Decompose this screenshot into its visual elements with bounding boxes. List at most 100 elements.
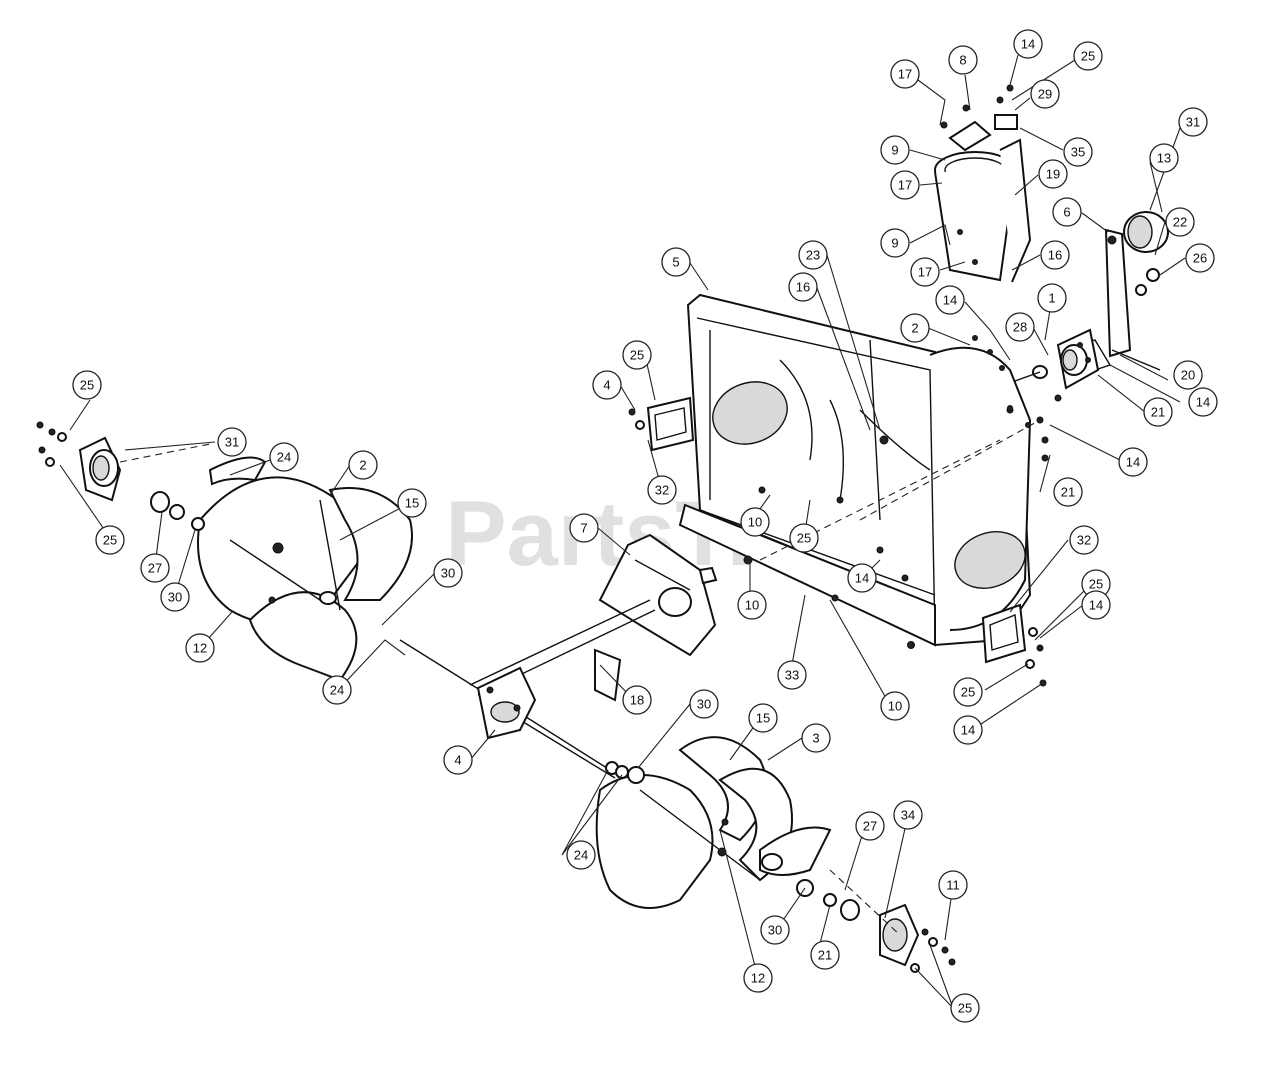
svg-text:25: 25 bbox=[961, 685, 975, 700]
callout: 14 bbox=[847, 563, 877, 593]
housing-fasteners bbox=[743, 335, 1091, 602]
svg-text:35: 35 bbox=[1071, 145, 1085, 160]
callout: 30 bbox=[433, 558, 463, 588]
svg-text:14: 14 bbox=[961, 723, 975, 738]
alignment-lines bbox=[119, 419, 1041, 936]
callout: 32 bbox=[1069, 525, 1099, 555]
svg-text:17: 17 bbox=[898, 178, 912, 193]
svg-text:9: 9 bbox=[891, 143, 898, 158]
svg-text:21: 21 bbox=[1061, 485, 1075, 500]
svg-text:10: 10 bbox=[745, 598, 759, 613]
callout: 21 bbox=[1053, 477, 1083, 507]
callout: 15 bbox=[748, 703, 778, 733]
svg-text:16: 16 bbox=[796, 280, 810, 295]
callout: 1 bbox=[1037, 283, 1067, 313]
callout: 28 bbox=[1005, 312, 1035, 342]
callout: 25 bbox=[95, 525, 125, 555]
right-auger bbox=[595, 736, 832, 909]
callout: 30 bbox=[160, 582, 190, 612]
leader-lines bbox=[59, 54, 1186, 1009]
callout: 25 bbox=[953, 677, 983, 707]
callout: 24 bbox=[322, 675, 352, 705]
callout: 6 bbox=[1052, 197, 1082, 227]
callout: 15 bbox=[397, 488, 427, 518]
svg-text:13: 13 bbox=[1157, 151, 1171, 166]
callout: 17 bbox=[910, 257, 940, 287]
callout: 13 bbox=[1149, 143, 1179, 173]
callout: 33 bbox=[777, 660, 807, 690]
svg-text:21: 21 bbox=[1151, 405, 1165, 420]
svg-text:3: 3 bbox=[812, 731, 819, 746]
callout: 20 bbox=[1173, 360, 1203, 390]
callout: 3 bbox=[801, 723, 831, 753]
callout: 25 bbox=[789, 523, 819, 553]
callout: 14 bbox=[935, 285, 965, 315]
svg-text:19: 19 bbox=[1046, 167, 1060, 182]
callout: 25 bbox=[950, 993, 980, 1023]
callout: 5 bbox=[661, 247, 691, 277]
svg-text:18: 18 bbox=[630, 693, 644, 708]
svg-text:32: 32 bbox=[655, 483, 669, 498]
svg-text:12: 12 bbox=[193, 641, 207, 656]
svg-text:27: 27 bbox=[863, 819, 877, 834]
svg-text:25: 25 bbox=[958, 1001, 972, 1016]
svg-text:17: 17 bbox=[918, 265, 932, 280]
left-auger bbox=[197, 456, 413, 682]
callout: 32 bbox=[647, 475, 677, 505]
svg-text:2: 2 bbox=[911, 321, 918, 336]
callout: 8 bbox=[948, 45, 978, 75]
svg-text:25: 25 bbox=[630, 348, 644, 363]
bearing-housing-right bbox=[989, 328, 1100, 391]
svg-text:6: 6 bbox=[1063, 205, 1070, 220]
svg-text:14: 14 bbox=[1089, 598, 1103, 613]
svg-text:14: 14 bbox=[1126, 455, 1140, 470]
svg-text:1: 1 bbox=[1048, 291, 1055, 306]
callout: 24 bbox=[566, 840, 596, 870]
svg-text:30: 30 bbox=[697, 697, 711, 712]
callout: 11 bbox=[938, 870, 968, 900]
callout: 21 bbox=[1143, 397, 1173, 427]
svg-text:30: 30 bbox=[168, 590, 182, 605]
svg-text:16: 16 bbox=[1048, 248, 1062, 263]
callout: 25 bbox=[72, 370, 102, 400]
callout: 14 bbox=[1081, 590, 1111, 620]
svg-text:25: 25 bbox=[1089, 577, 1103, 592]
callout: 7 bbox=[569, 513, 599, 543]
svg-text:32: 32 bbox=[1077, 533, 1091, 548]
svg-text:24: 24 bbox=[330, 683, 344, 698]
callout: 25 bbox=[622, 340, 652, 370]
svg-text:14: 14 bbox=[855, 571, 869, 586]
callout: 10 bbox=[740, 507, 770, 537]
svg-text:24: 24 bbox=[574, 848, 588, 863]
callout: 35 bbox=[1063, 137, 1093, 167]
callout: 25 bbox=[1073, 41, 1103, 71]
svg-text:21: 21 bbox=[818, 948, 832, 963]
discharge-chute bbox=[934, 84, 1032, 283]
callouts: 14 25 8 17 29 31 9 35 13 17 19 6 22 9 26… bbox=[72, 29, 1218, 1023]
callout: 10 bbox=[880, 691, 910, 721]
svg-text:10: 10 bbox=[888, 699, 902, 714]
callout: 14 bbox=[1188, 387, 1218, 417]
skid-shoe-left bbox=[628, 396, 695, 452]
callout: 22 bbox=[1165, 207, 1195, 237]
svg-text:23: 23 bbox=[806, 248, 820, 263]
skid-shoe-right bbox=[981, 603, 1047, 687]
callout: 34 bbox=[893, 800, 923, 830]
callout: 12 bbox=[743, 963, 773, 993]
callout: 30 bbox=[760, 915, 790, 945]
svg-text:17: 17 bbox=[898, 67, 912, 82]
auger-housing bbox=[678, 293, 1062, 649]
callout: 31 bbox=[1178, 107, 1208, 137]
svg-text:25: 25 bbox=[103, 533, 117, 548]
svg-text:30: 30 bbox=[768, 923, 782, 938]
callout: 4 bbox=[592, 370, 622, 400]
callout: 26 bbox=[1185, 243, 1215, 273]
svg-text:9: 9 bbox=[891, 236, 898, 251]
callout: 29 bbox=[1030, 79, 1060, 109]
gear-case bbox=[594, 533, 718, 702]
callout: 17 bbox=[890, 59, 920, 89]
svg-text:30: 30 bbox=[441, 566, 455, 581]
callout: 31 bbox=[217, 427, 247, 457]
svg-text:28: 28 bbox=[1013, 320, 1027, 335]
